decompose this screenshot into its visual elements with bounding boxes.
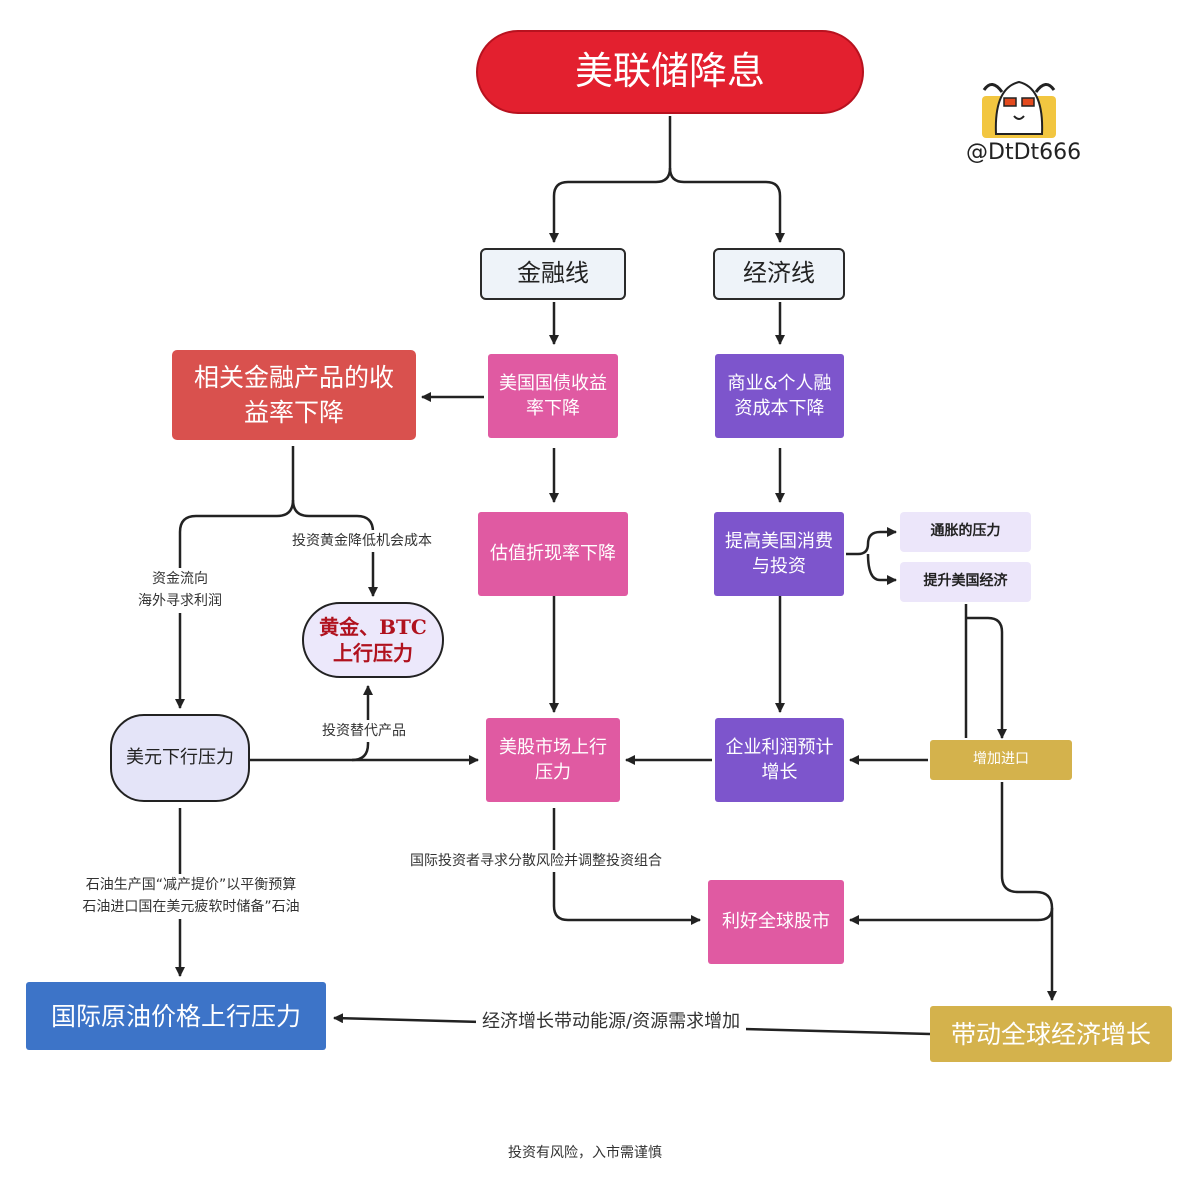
node-discount-rate: 估值折现率下降 xyxy=(478,512,628,596)
node-more-imports: 增加进口 xyxy=(930,740,1072,780)
node-corp-profit: 企业利润预计增长 xyxy=(715,718,844,802)
node-us-stocks: 美股市场上行压力 xyxy=(486,718,620,802)
label-oil-note-line2: 石油进口国在美元疲软时储备”石油 xyxy=(82,899,300,916)
node-treasury-yield: 美国国债收益率下降 xyxy=(488,354,618,438)
label-energy-demand: 经济增长带动能源/资源需求增加 xyxy=(476,1008,747,1037)
main-title: 美联储降息 xyxy=(476,30,864,114)
node-gold-btc: 黄金、BTC 上行压力 xyxy=(302,602,444,678)
node-financing-cost: 商业&个人融资成本下降 xyxy=(715,354,844,438)
node-financial-yield: 相关金融产品的收益率下降 xyxy=(172,350,416,440)
label-oil-note: 石油生产国“减产提价”以平衡预算 石油进口国在美元疲软时储备”石油 xyxy=(46,874,336,919)
node-dollar-down: 美元下行压力 xyxy=(110,714,250,802)
label-oil-note-line1: 石油生产国“减产提价”以平衡预算 xyxy=(85,877,297,893)
label-capital-flow-line2: 海外寻求利润 xyxy=(138,593,222,610)
node-global-growth: 带动全球经济增长 xyxy=(930,1006,1172,1062)
node-boost-economy: 提升美国经济 xyxy=(900,562,1031,602)
watermark-handle: @DtDt666 xyxy=(966,140,1082,165)
node-global-stocks: 利好全球股市 xyxy=(708,880,844,964)
risk-disclaimer: 投资有风险，入市需谨慎 xyxy=(508,1145,662,1161)
label-alt-products: 投资替代产品 xyxy=(322,720,406,743)
node-inflation: 通胀的压力 xyxy=(900,512,1031,552)
ghost-avatar-icon xyxy=(982,80,1056,138)
node-oil: 国际原油价格上行压力 xyxy=(26,982,326,1050)
branch-finance: 金融线 xyxy=(480,248,626,300)
label-capital-flow-line1: 资金流向 xyxy=(152,571,208,587)
label-diversify: 国际投资者寻求分散风险并调整投资组合 xyxy=(410,850,662,873)
label-capital-flow: 资金流向 海外寻求利润 xyxy=(128,568,232,613)
label-gold-cost: 投资黄金降低机会成本 xyxy=(292,530,432,553)
branch-economy: 经济线 xyxy=(713,248,845,300)
node-consumption: 提高美国消费与投资 xyxy=(714,512,844,596)
